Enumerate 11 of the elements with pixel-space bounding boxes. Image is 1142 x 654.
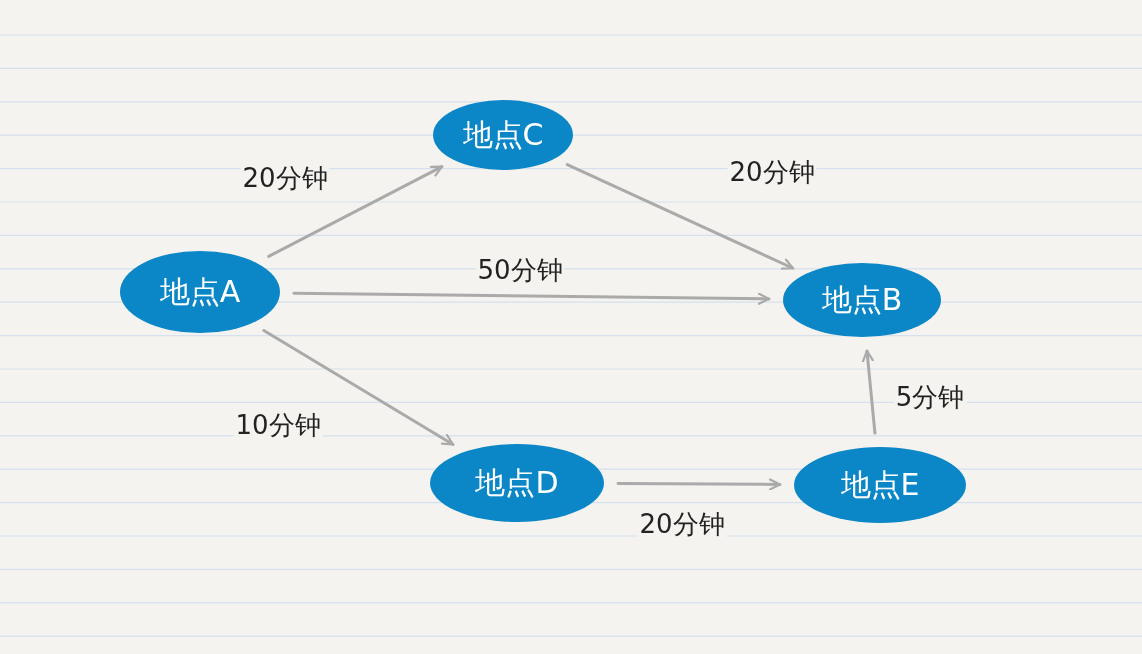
location-ellipse: 地点A [120,251,280,333]
arrow [292,291,771,305]
arrow [616,478,782,491]
arrow [262,328,455,446]
arrow [861,349,877,435]
location-ellipse: 地点B [783,263,941,337]
arrow [565,163,795,270]
arrow [267,165,444,258]
location-ellipse: 地点E [794,447,966,523]
location-ellipse: 地点C [433,100,573,170]
location-ellipse: 地点D [430,444,604,522]
